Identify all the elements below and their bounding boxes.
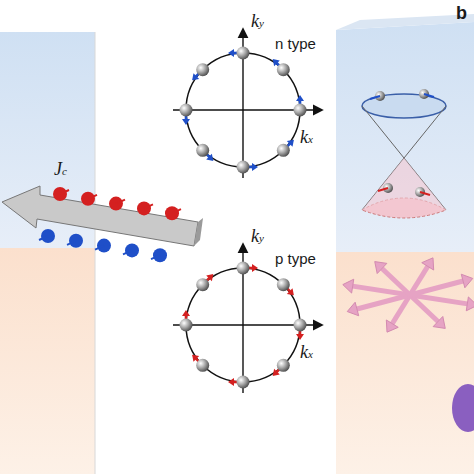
axis-label: ky [251,227,264,245]
axis-label: kx [300,343,313,361]
electron [196,144,209,157]
axis-label: kx [300,128,313,146]
pink-arrowhead [461,274,472,288]
pink-arrow [357,295,410,309]
pink-arrowhead [375,262,387,274]
spin-axis [39,236,48,240]
spin-arrowhead [228,378,234,386]
electron [180,319,193,332]
electron [196,359,209,372]
spin-arrow [378,188,388,191]
pink-arrowhead [343,279,354,293]
fermi-circle [186,268,300,382]
electron [196,278,209,291]
axis-label: ky [251,12,264,30]
spin-axis [151,255,160,259]
axis-label: Jc [54,160,67,178]
spin-arrowhead [252,264,258,272]
spin-arrowhead [252,163,258,171]
spin-axis [116,200,125,204]
spin-arrowhead [228,49,234,57]
pink-arrowhead [466,297,474,311]
electron [294,104,307,117]
electron [180,104,193,117]
electron [237,161,250,174]
spin-axis [95,246,104,250]
spin-arrow [370,96,380,99]
electron [277,278,290,291]
electron [277,63,290,76]
pink-arrowhead [347,302,358,316]
spin-arrow [420,192,430,195]
spin-axis [144,204,153,208]
spin-axis [88,195,97,199]
spin-axis [123,250,132,254]
spin-arrowhead [296,334,304,340]
pink-arrowhead [422,258,434,270]
electron [196,63,209,76]
band-type-label: p type [275,251,316,266]
spin-arrowhead [296,95,304,101]
spin-axis [60,190,69,194]
electron [277,144,290,157]
pink-arrow [382,268,410,295]
electron [237,376,250,389]
panel-letter: b [456,4,467,22]
electron [277,359,290,372]
pink-arrowhead [386,320,398,332]
spin-axis [67,241,76,245]
spin-arrow [424,94,434,97]
pink-arrowhead [433,316,445,328]
electron [237,47,250,60]
electron [294,319,307,332]
spin-arrowhead [182,310,190,316]
electron [237,262,250,275]
spin-axis [172,209,181,213]
fermi-circle [186,53,300,167]
band-type-label: n type [275,36,316,51]
pink-arrow [410,295,438,322]
spin-arrowhead [182,119,190,125]
spin-arrowhead [273,59,280,66]
pink-arrow [410,281,463,295]
